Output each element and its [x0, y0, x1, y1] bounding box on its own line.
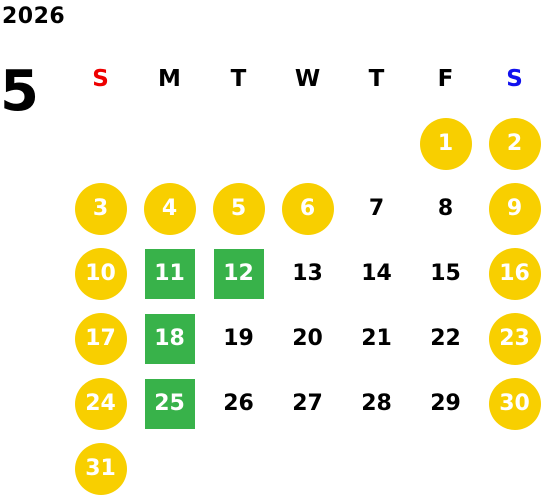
day-number-holiday: 31	[74, 442, 127, 495]
day-number-holiday: 16	[488, 247, 541, 300]
empty-cell	[411, 436, 480, 501]
day-cell-17[interactable]: 17	[66, 306, 135, 371]
empty-cell	[135, 436, 204, 501]
day-cell-3[interactable]: 3	[66, 176, 135, 241]
empty-cell	[273, 436, 342, 501]
day-cell-16[interactable]: 16	[480, 241, 548, 306]
weekday-header-monday: M	[158, 65, 181, 92]
day-number: 8	[437, 196, 454, 221]
day-cell-29[interactable]: 29	[411, 371, 480, 436]
empty-cell	[135, 111, 204, 176]
day-cell-12[interactable]: 12	[204, 241, 273, 306]
day-number-event: 18	[144, 313, 195, 364]
day-number-holiday: 4	[143, 182, 196, 235]
day-cell-28[interactable]: 28	[342, 371, 411, 436]
day-cell-19[interactable]: 19	[204, 306, 273, 371]
day-number: 14	[361, 261, 392, 286]
weekday-header-tuesday: T	[230, 65, 247, 92]
day-cell-2[interactable]: 2	[480, 111, 548, 176]
empty-cell	[204, 436, 273, 501]
day-cell-25[interactable]: 25	[135, 371, 204, 436]
day-number: 19	[223, 326, 254, 351]
day-number: 26	[223, 391, 254, 416]
weekday-header-sunday: S	[92, 65, 109, 92]
day-number-holiday: 5	[212, 182, 265, 235]
weekday-header-thursday: T	[368, 65, 385, 92]
day-number-holiday: 1	[419, 117, 472, 170]
day-number: 28	[361, 391, 392, 416]
day-number-holiday: 6	[281, 182, 334, 235]
day-number-holiday: 2	[488, 117, 541, 170]
day-cell-27[interactable]: 27	[273, 371, 342, 436]
empty-cell	[273, 111, 342, 176]
weekday-header-saturday: S	[506, 65, 523, 92]
day-cell-5[interactable]: 5	[204, 176, 273, 241]
day-cell-30[interactable]: 30	[480, 371, 548, 436]
day-number-holiday: 3	[74, 182, 127, 235]
calendar-month: 5	[0, 59, 39, 124]
day-number-event: 12	[213, 248, 264, 299]
day-cell-11[interactable]: 11	[135, 241, 204, 306]
day-number-holiday: 17	[74, 312, 127, 365]
day-cell-26[interactable]: 26	[204, 371, 273, 436]
day-number: 27	[292, 391, 323, 416]
day-number-holiday: 10	[74, 247, 127, 300]
empty-cell	[480, 436, 548, 501]
weekday-header-wednesday: W	[294, 65, 321, 92]
day-number: 13	[292, 261, 323, 286]
day-cell-21[interactable]: 21	[342, 306, 411, 371]
day-number-holiday: 30	[488, 377, 541, 430]
day-cell-4[interactable]: 4	[135, 176, 204, 241]
day-number-holiday: 9	[488, 182, 541, 235]
day-cell-10[interactable]: 10	[66, 241, 135, 306]
day-cell-14[interactable]: 14	[342, 241, 411, 306]
day-number-holiday: 24	[74, 377, 127, 430]
day-cell-22[interactable]: 22	[411, 306, 480, 371]
day-cell-13[interactable]: 13	[273, 241, 342, 306]
day-cell-23[interactable]: 23	[480, 306, 548, 371]
day-number-event: 11	[144, 248, 195, 299]
day-number: 22	[430, 326, 461, 351]
empty-cell	[342, 111, 411, 176]
calendar-year: 2026	[2, 4, 66, 29]
day-cell-31[interactable]: 31	[66, 436, 135, 501]
weekday-header-friday: F	[437, 65, 454, 92]
day-cell-18[interactable]: 18	[135, 306, 204, 371]
day-number: 20	[292, 326, 323, 351]
day-cell-24[interactable]: 24	[66, 371, 135, 436]
day-cell-8[interactable]: 8	[411, 176, 480, 241]
empty-cell	[66, 111, 135, 176]
empty-cell	[204, 111, 273, 176]
day-number: 7	[368, 196, 385, 221]
day-cell-20[interactable]: 20	[273, 306, 342, 371]
day-cell-9[interactable]: 9	[480, 176, 548, 241]
day-cell-15[interactable]: 15	[411, 241, 480, 306]
day-cell-1[interactable]: 1	[411, 111, 480, 176]
day-number: 29	[430, 391, 461, 416]
day-number: 15	[430, 261, 461, 286]
day-cell-7[interactable]: 7	[342, 176, 411, 241]
day-number: 21	[361, 326, 392, 351]
day-number-event: 25	[144, 378, 195, 429]
day-cell-6[interactable]: 6	[273, 176, 342, 241]
day-number-holiday: 23	[488, 312, 541, 365]
empty-cell	[342, 436, 411, 501]
